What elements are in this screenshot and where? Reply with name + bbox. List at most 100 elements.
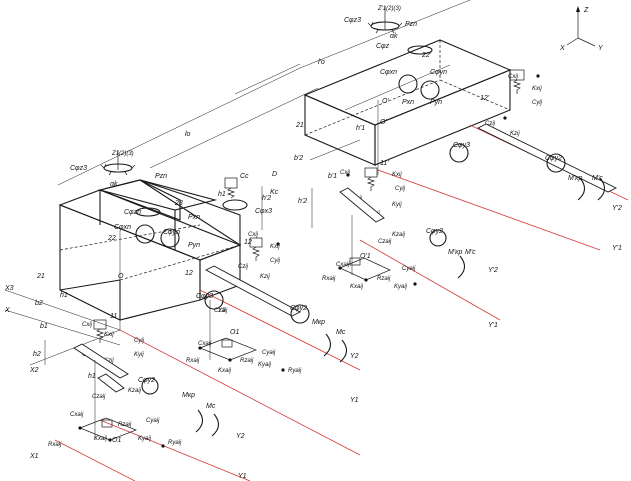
- upper-support-right: Cxij Kxij Cyij Czij Kzij: [485, 69, 543, 137]
- lower-l-kyij: Kyij: [134, 352, 144, 358]
- lower-kc: Kc: [270, 189, 279, 196]
- lower-x: X: [4, 307, 10, 314]
- lower-left-dims: X3 X X2 b2 b1 h1 h2: [4, 285, 121, 374]
- upper-r-czij: Czij: [485, 121, 496, 127]
- lower-torque: Mкр: [312, 319, 325, 326]
- lower-y3: Y3: [218, 308, 226, 314]
- upper-h2: h'2: [298, 198, 307, 205]
- lower-h-prime2: h'2: [262, 195, 271, 202]
- lower-p-zn: Pzn: [155, 173, 167, 180]
- lower-c-phi-z: Cφzn: [124, 209, 141, 216]
- lower-shaft: Cφy3 Y3 Cφy2 Mкр Mc Y2 Y1: [119, 289, 361, 456]
- lower-m-rxaij: Rxaij: [186, 358, 200, 364]
- lower-m-kyaij: Kyaij: [258, 362, 272, 368]
- lower-support-left: Cxij Kxij Cyij Kyij Czij Kzij: [73, 319, 145, 379]
- lowest-y1: Y1: [238, 473, 247, 480]
- lower-m-rzaij: Rzaij: [240, 358, 254, 364]
- upper-r-kxij: Kxij: [532, 86, 542, 92]
- lowest-kyaij: Kyaij: [138, 436, 152, 442]
- upper-l-kxij: Kxij: [392, 172, 402, 178]
- lower-m-o1: O1: [230, 329, 239, 336]
- lowest-rzaij: Rzaij: [118, 422, 132, 428]
- upper-c-phi-z: Cφz: [376, 43, 390, 50]
- lower-h1: h1: [218, 191, 226, 198]
- lower-d-label: D: [272, 171, 277, 178]
- upper-alpha-k: αk: [390, 33, 398, 40]
- upper-c-phi-x: Cφxn: [380, 69, 397, 76]
- upper-kzaij: Kzaij: [392, 232, 406, 238]
- upper-l-label: l'o: [318, 59, 325, 66]
- lower-x2: X2: [29, 367, 39, 374]
- upper-p-zn: Pzn: [405, 21, 417, 28]
- lower-p-yn: Pyn: [188, 242, 200, 249]
- lower-origin-label: O: [118, 273, 124, 280]
- upper-axis-mc: M'c: [465, 249, 476, 256]
- lower-m-cxaij: Cxaij: [198, 341, 212, 347]
- lower-p-xn: Pxn: [188, 214, 200, 221]
- lowest-cyaij: Cyaij: [146, 418, 160, 424]
- upper-dims: h'1 h'2 b'2 b'1: [294, 125, 365, 228]
- upper-axis-rot-y2: Cφy2: [426, 228, 443, 235]
- upper-c-phi-z3: Cφz3: [344, 17, 361, 24]
- lower-node-11: 11: [110, 313, 117, 320]
- lower-x3: X3: [4, 285, 14, 292]
- lower-node-12b: 12: [244, 239, 252, 246]
- lowest-o1: O1: [112, 437, 121, 444]
- upper-o1: O'1: [360, 253, 371, 260]
- lowest-rot-y2: Cφy2: [138, 377, 155, 384]
- lower-mid-support: Czaij O1 Cxaij Kxaij Rzaij Cyaij Kyaij R…: [186, 300, 302, 374]
- lower-l-cxij: Cxij: [82, 322, 93, 328]
- lower-node-23: 23: [174, 200, 183, 207]
- lowest-torque: Mкр: [182, 392, 195, 399]
- upper-r-kzij: Kzij: [510, 131, 520, 137]
- upper-support-left: Cxij Kxij Cyij Kyij Kzij Czij: [339, 167, 406, 223]
- lower-h1-left: h1: [60, 292, 68, 299]
- lowest-czaij: Czaij: [92, 394, 106, 400]
- upper-axis-y1: Y'1: [488, 322, 498, 329]
- upper-y1: Y'1: [612, 245, 622, 252]
- lower-node-12: 12: [185, 270, 193, 277]
- dimension-lines: lo l'o: [57, 0, 471, 186]
- axis-x-label: X: [559, 45, 565, 52]
- lower-m-cyaij: Cyaij: [262, 350, 276, 356]
- axis-triad: Z X Y: [559, 6, 604, 52]
- lower-rot-y2: Cφy2: [290, 305, 307, 312]
- lower-c-phi-x: Cφxn: [114, 224, 131, 231]
- lower-c-phi-x3: Cφx3: [255, 208, 272, 215]
- upper-l-cyij: Cyij: [395, 186, 406, 192]
- upper-node-12: 12': [480, 95, 490, 102]
- lowest-rxaij: Rxaij: [48, 442, 62, 448]
- lower-r-cyij: Cyij: [270, 258, 281, 264]
- lower-alpha-k: αk: [110, 181, 118, 188]
- upper-z-label: Z'1(2)(3): [377, 6, 401, 12]
- upper-mc: M'c: [592, 175, 603, 182]
- lowest-kxaij: Kxaij: [94, 436, 108, 442]
- upper-l-kyij: Kyij: [392, 202, 402, 208]
- lower-y2: Y2: [350, 353, 359, 360]
- lower-node-22: 22: [107, 235, 116, 242]
- upper-h1: h'1: [356, 125, 365, 132]
- lower-l-cyij: Cyij: [134, 338, 145, 344]
- lower-c-phi-z3: Cφz3: [70, 165, 87, 172]
- lowest-y2: Y2: [236, 433, 245, 440]
- lower-r-czij: Czij: [238, 264, 249, 270]
- upper-torque: M'кр: [568, 175, 582, 182]
- lower-b2: b2: [35, 300, 43, 307]
- lower-mc: Mc: [336, 329, 346, 336]
- upper-origin-label: O': [382, 98, 389, 105]
- upper-b1: b'1: [328, 173, 337, 180]
- upper-r-cyij: Cyij: [532, 100, 543, 106]
- lower-m-ryaij: Ryaij: [288, 368, 302, 374]
- axis-y-label: Y: [598, 45, 604, 52]
- lower-r-kzij: Kzij: [260, 274, 270, 280]
- lower-support-right: Cxij Kxij Cyij Czij Kzij: [205, 232, 301, 317]
- upper-r-cxij: Cxij: [508, 74, 519, 80]
- lowest-x1: X1: [29, 453, 39, 460]
- lower-m-kxaij: Kxaij: [218, 368, 232, 374]
- upper-cxaij: Cxaij: [336, 262, 350, 268]
- upper-cyaij: Cyaij: [402, 266, 416, 272]
- upper-kxaij: Kxaij: [350, 284, 364, 290]
- upper-o-prime: O': [380, 119, 387, 126]
- lower-cylinder-support: Cc Kc D Cφx3 h1 h'2: [218, 171, 279, 230]
